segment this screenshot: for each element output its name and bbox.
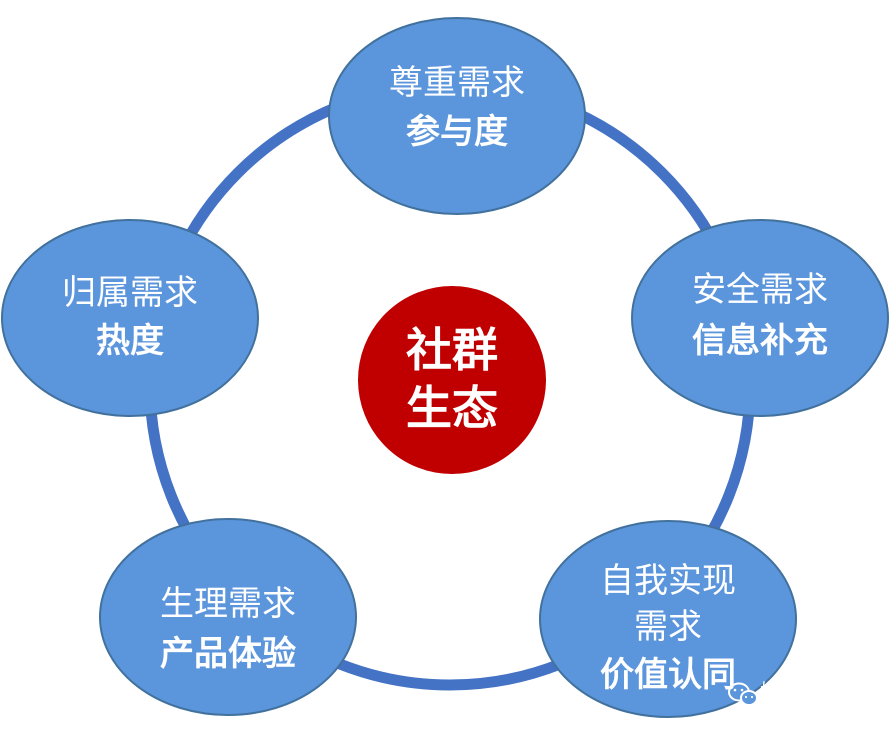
center-node-shape: [356, 284, 548, 476]
center-node: 社群 生态: [356, 284, 548, 476]
wechat-icon: [728, 682, 758, 706]
node-safety-shape: [631, 219, 889, 417]
watermark: 娜姐创业谈: [728, 681, 870, 706]
node-respect-shape: [328, 17, 586, 215]
node-safety: 安全需求 信息补充: [631, 219, 889, 417]
node-belonging-shape: [1, 219, 259, 417]
center-title-line1: 社群: [406, 323, 498, 377]
node-safety-title: 安全需求: [692, 270, 828, 310]
node-respect: 尊重需求 参与度: [328, 17, 586, 215]
node-physiological-subtitle: 产品体验: [160, 634, 296, 674]
node-self-actualization-shape: [539, 520, 797, 718]
node-safety-subtitle: 信息补充: [692, 321, 828, 361]
node-physiological: 生理需求 产品体验: [99, 518, 357, 716]
node-self-actualization: 自我实现 需求 价值认同: [539, 520, 797, 718]
node-belonging-title: 归属需求: [62, 273, 198, 313]
node-belonging-subtitle: 热度: [96, 321, 164, 361]
node-self-actualization-title-line2: 需求: [634, 607, 702, 647]
node-belonging: 归属需求 热度: [1, 219, 259, 417]
node-self-actualization-title-line1: 自我实现: [600, 561, 736, 601]
center-title-line2: 生态: [406, 381, 498, 435]
node-self-actualization-subtitle: 价值认同: [600, 655, 736, 695]
node-physiological-shape: [99, 518, 357, 716]
node-respect-subtitle: 参与度: [406, 112, 508, 152]
node-respect-title: 尊重需求: [389, 63, 525, 103]
watermark-text: 娜姐创业谈: [760, 681, 870, 706]
node-physiological-title: 生理需求: [160, 584, 296, 624]
